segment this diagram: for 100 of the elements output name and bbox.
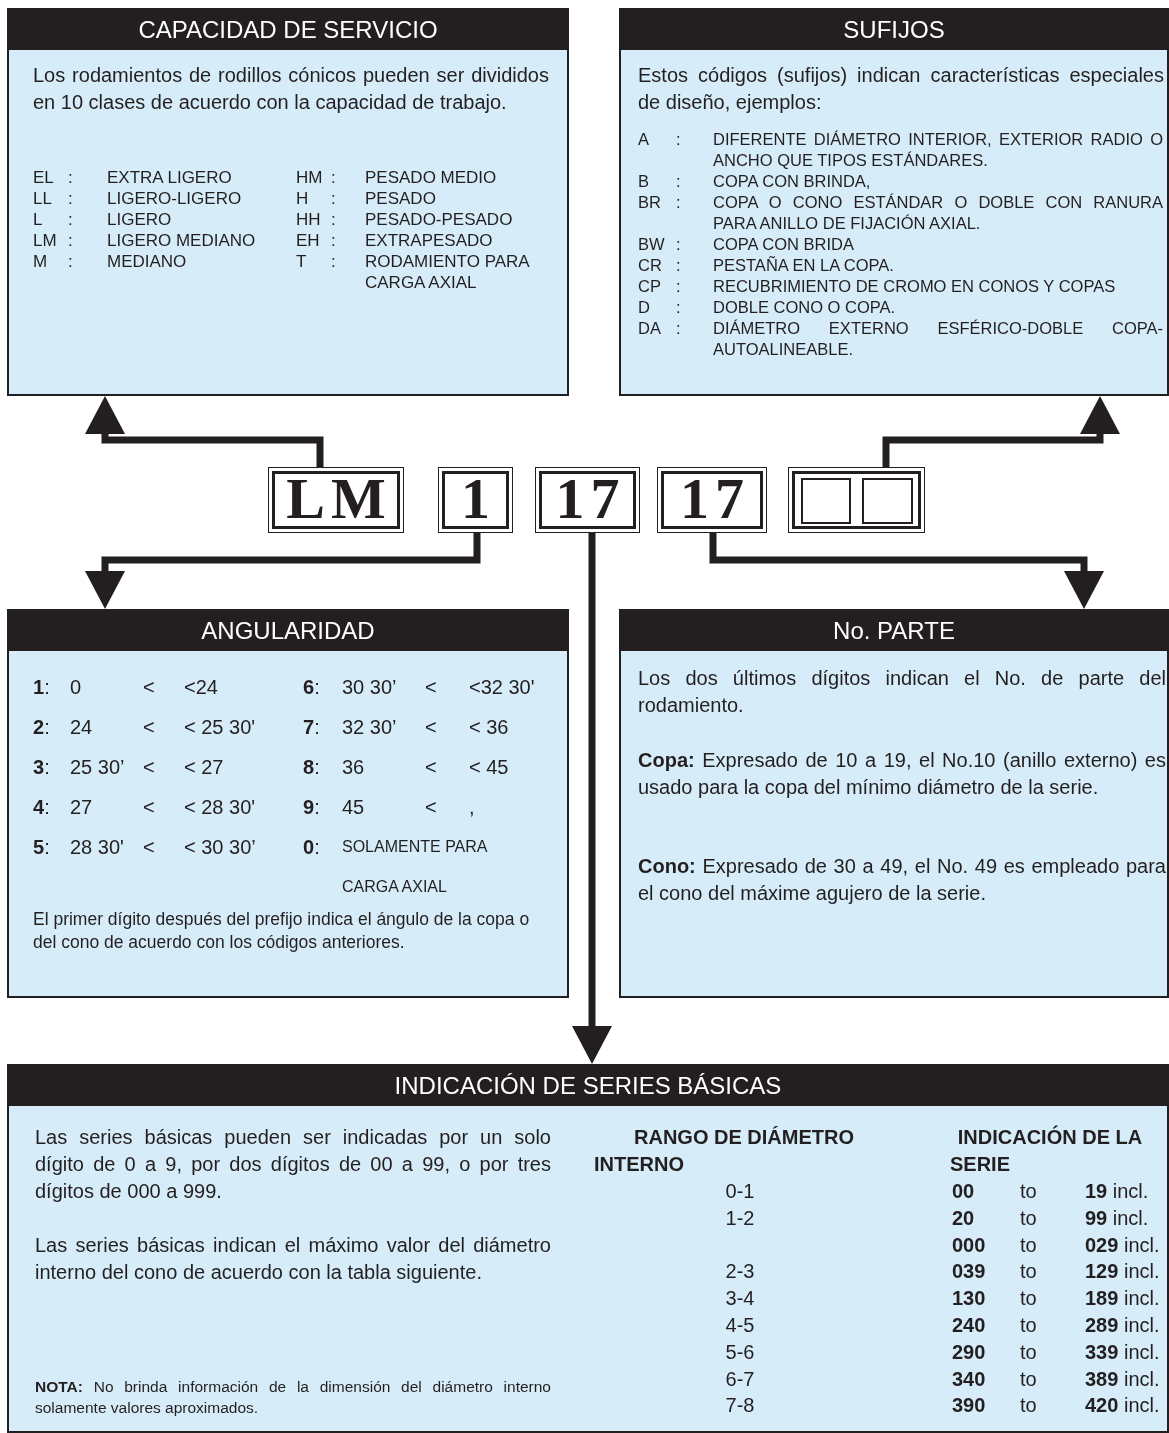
angle-value: 24: [70, 715, 94, 740]
angle-symbol: <: [143, 835, 156, 860]
diameter-range: 2-3: [724, 1259, 756, 1285]
separator-colon: :: [331, 167, 337, 188]
class-code: M: [33, 251, 49, 273]
separator-colon: :: [676, 255, 682, 276]
range-word: to: [1020, 1205, 1038, 1231]
paragraph: Los dos últimos dígitos indican el No. de parte del rodamiento.: [638, 666, 1166, 718]
paragraph: Cono: Expresado de 30 a 49, el No. 49 es empleado para el cono del máxime agujero de la serie.: [638, 854, 1166, 906]
info-panel: [7, 1064, 1169, 1433]
suffix-description: DIÁMETRO EXTERNO ESFÉRICO-DOBLE COPA-AUTOALINEABLE.: [713, 318, 1163, 360]
series-start: 240: [952, 1313, 987, 1338]
paragraph: Las series básicas pueden ser indicadas por un solo dígito de 0 a 9, por dos dígitos de 00 a 99, o por tres dígitos de 000 a 999.: [35, 1125, 551, 1204]
angle-value: < 28 30': [184, 795, 257, 820]
class-code: HM: [296, 167, 324, 188]
paragraph: Las series básicas indican el máximo valor del diámetro interno del cono de acuerdo con la tabla siguiente.: [35, 1233, 551, 1285]
angle-value: <32 30': [469, 675, 536, 700]
panel-header: CAPACIDAD DE SERVICIO: [9, 10, 567, 50]
diameter-range: 6-7: [724, 1366, 756, 1392]
angle-value: 28 30': [70, 835, 125, 860]
angle-value: < 30 30’: [184, 835, 257, 860]
series-end: 339 incl.: [1085, 1339, 1161, 1365]
suffix-code: CR: [638, 255, 663, 276]
angle-value: < 45: [469, 755, 510, 780]
paragraph: NOTA: No brinda información de la dimensión del diámetro interno solamente valores aproximados.: [35, 1377, 551, 1418]
paragraph: Copa: Expresado de 10 a 19, el No.10 (anillo externo) es usado para la copa del mínimo diámetro de la serie.: [638, 748, 1166, 800]
diameter-range: 4-5: [724, 1313, 756, 1338]
suffix-code: BR: [638, 192, 662, 213]
suffix-code: B: [638, 171, 650, 192]
separator-colon: :: [331, 188, 337, 209]
separator-colon: :: [68, 209, 74, 230]
separator-colon: :: [676, 318, 682, 339]
angle-symbol: <: [143, 715, 156, 740]
series-start: 390: [952, 1393, 987, 1419]
angle-symbol: <: [143, 675, 156, 700]
angle-code: 5:: [33, 835, 51, 860]
angle-code: 6:: [303, 675, 321, 700]
range-word: to: [1020, 1286, 1038, 1312]
separator-colon: :: [676, 297, 682, 318]
series-end: 99 incl.: [1085, 1205, 1150, 1231]
series-end: 289 incl.: [1085, 1313, 1161, 1338]
angle-value: 27: [70, 795, 94, 820]
separator-colon: :: [676, 171, 682, 192]
angle-value: 0: [70, 675, 83, 700]
diameter-range: 5-6: [724, 1339, 756, 1365]
angle-value: 30 30’: [342, 675, 398, 700]
angle-symbol: <: [143, 795, 156, 820]
separator-colon: :: [676, 234, 682, 255]
separator-colon: :: [68, 251, 74, 273]
suffix-description: COPA O CONO ESTÁNDAR O DOBLE CON RANURA PARA ANILLO DE FIJACIÓN AXIAL.: [713, 192, 1163, 234]
diameter-range: 7-8: [724, 1393, 756, 1419]
paragraph: Los rodamientos de rodillos cónicos pueden ser divididos en 10 clases de acuerdo con la capacidad de trabajo.: [33, 63, 549, 115]
code-box: LM: [268, 467, 404, 533]
series-start: 340: [952, 1366, 987, 1392]
class-description: RODAMIENTO PARA CARGA AXIAL: [365, 251, 531, 293]
suffix-description: DOBLE CONO O COPA.: [713, 297, 897, 318]
class-code: LM: [33, 230, 58, 251]
column-heading: RANGO DE DIÁMETRO INTERNO: [594, 1125, 855, 1177]
class-code: EH: [296, 230, 321, 251]
angle-code: 9:: [303, 795, 321, 820]
series-end: 029 incl.: [1085, 1232, 1161, 1258]
suffix-code: D: [638, 297, 651, 318]
angle-code: 0:: [303, 835, 321, 860]
class-code: T: [296, 251, 308, 273]
arrow: [709, 533, 1104, 609]
class-description: LIGERO: [107, 209, 173, 230]
suffix-description: COPA CON BRIDA: [713, 234, 855, 255]
angle-code: 7:: [303, 715, 321, 740]
class-description: PESADO MEDIO: [365, 167, 498, 188]
angle-symbol: <: [425, 795, 438, 820]
code-box: [788, 467, 925, 533]
info-panel: [7, 8, 569, 396]
panel-header: SUFIJOS: [621, 10, 1167, 50]
series-end: 129 incl.: [1085, 1259, 1161, 1285]
range-word: to: [1020, 1313, 1038, 1338]
range-word: to: [1020, 1339, 1038, 1365]
angle-symbol: <: [425, 755, 438, 780]
suffix-description: RECUBRIMIENTO DE CROMO EN CONOS Y COPAS: [713, 276, 1117, 297]
angle-symbol: <: [143, 755, 156, 780]
series-end: 189 incl.: [1085, 1286, 1161, 1312]
angle-value: < 36: [469, 715, 510, 740]
class-code: EL: [33, 167, 55, 188]
angle-value: ,: [469, 795, 476, 820]
range-word: to: [1020, 1259, 1038, 1285]
suffix-code: CP: [638, 276, 662, 297]
panel-header: No. PARTE: [621, 611, 1167, 651]
diameter-range: 0-1: [724, 1179, 756, 1204]
class-description: LIGERO-LIGERO: [107, 188, 243, 209]
series-start: 000: [952, 1232, 987, 1258]
class-description: MEDIANO: [107, 251, 188, 273]
suffix-code: BW: [638, 234, 666, 255]
series-start: 290: [952, 1339, 987, 1365]
suffix-description: COPA CON BRINDA,: [713, 171, 872, 192]
arrow: [572, 533, 612, 1064]
separator-colon: :: [68, 230, 74, 251]
panel-header: ANGULARIDAD: [9, 611, 567, 651]
angle-value: < 25 30': [184, 715, 257, 740]
class-description: EXTRA LIGERO: [107, 167, 233, 188]
class-description: PESADO-PESADO: [365, 209, 514, 230]
separator-colon: :: [676, 192, 682, 213]
